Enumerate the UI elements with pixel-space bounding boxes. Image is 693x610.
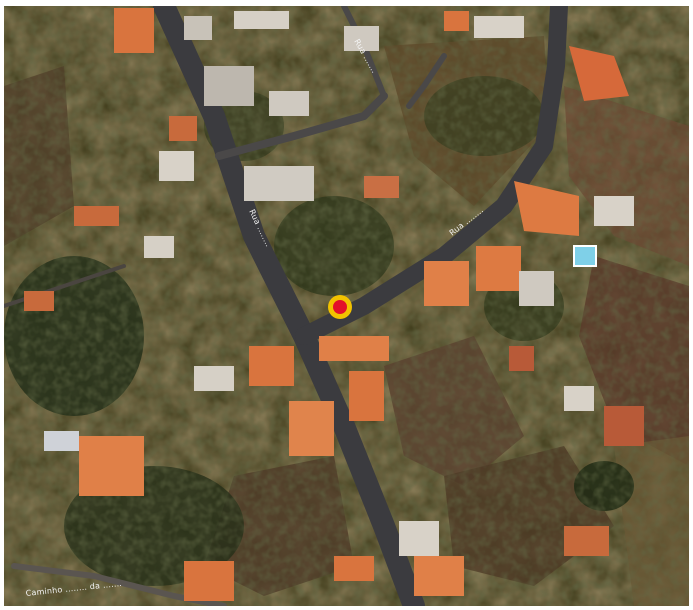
satellite-map[interactable]: Rua ........ Rua ........ Rua ....... Ca… — [4, 6, 689, 606]
side-road-1 — [215, 92, 388, 160]
side-road-3 — [406, 53, 447, 109]
location-dot-icon[interactable] — [328, 295, 352, 319]
map-canvas[interactable]: Rua ........ Rua ........ Rua ....... Ca… — [4, 6, 689, 606]
curved-road — [295, 6, 568, 345]
buildings — [24, 8, 644, 601]
